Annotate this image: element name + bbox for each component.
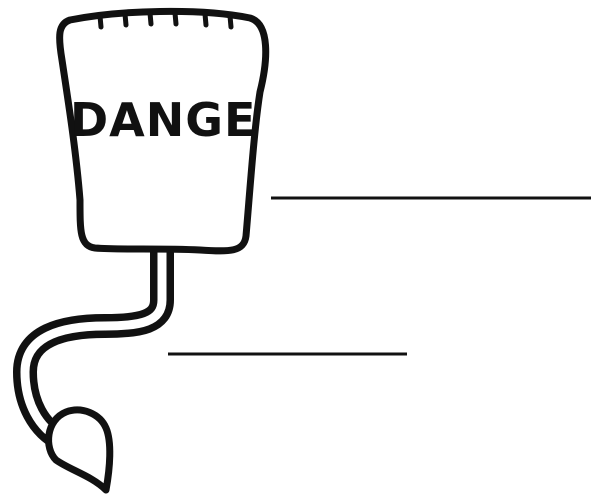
- bag-seam-tick: [230, 16, 231, 27]
- bag-seam-tick: [150, 13, 151, 24]
- bag-seam-tick: [125, 14, 126, 25]
- bag-label: DANGE: [70, 93, 256, 147]
- bag-seam-tick: [175, 13, 176, 24]
- drip-tip-icon: [49, 410, 110, 490]
- bag-seam-tick: [100, 16, 101, 27]
- bag-seam-tick: [205, 14, 206, 25]
